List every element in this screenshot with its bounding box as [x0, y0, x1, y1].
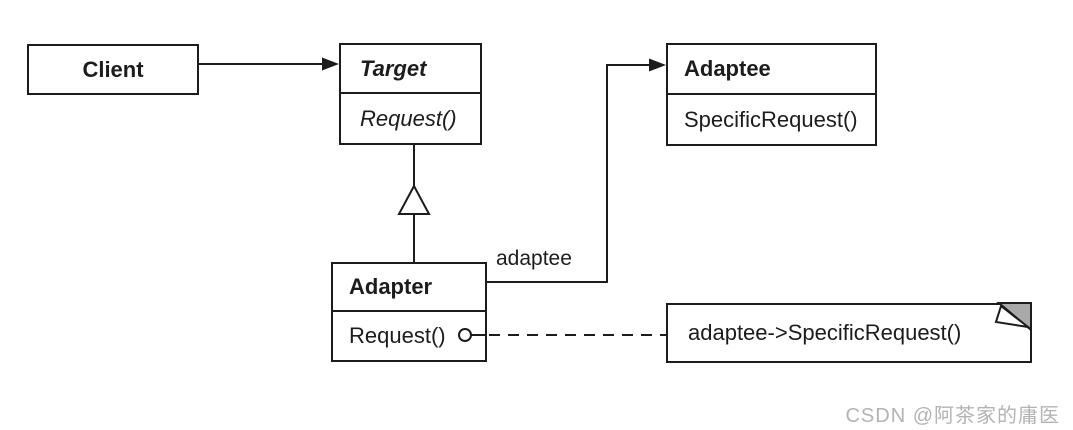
- class-box-adaptee: Adaptee SpecificRequest(): [666, 43, 877, 146]
- method-compartment: SpecificRequest(): [668, 95, 875, 144]
- filled-arrowhead-icon: [322, 57, 339, 71]
- class-name-compartment: Adaptee: [668, 45, 875, 95]
- class-name-target: Target: [360, 55, 427, 81]
- method-adapter-request: Request(): [349, 323, 446, 348]
- class-name-client: Client: [82, 56, 144, 82]
- filled-arrowhead-icon: [649, 58, 666, 72]
- method-compartment: Request(): [341, 94, 480, 143]
- class-box-client: Client: [27, 44, 199, 95]
- class-name-adapter: Adapter: [349, 274, 433, 299]
- method-target-request: Request(): [360, 105, 457, 131]
- class-box-target: Target Request(): [339, 43, 482, 145]
- class-box-adapter: Adapter Request(): [331, 262, 487, 362]
- class-name-compartment: Client: [29, 46, 197, 93]
- watermark: CSDN @阿茶家的庸医: [845, 405, 1060, 427]
- association-role-label: adaptee: [496, 247, 572, 270]
- generalization-triangle-icon: [397, 183, 431, 215]
- method-compartment: Request(): [333, 312, 485, 360]
- note-text: adaptee->SpecificRequest(): [688, 320, 962, 345]
- method-adaptee-specificrequest: SpecificRequest(): [684, 106, 858, 132]
- class-name-compartment: Target: [341, 45, 480, 94]
- code-note-box: adaptee->SpecificRequest(): [666, 303, 1032, 363]
- class-name-compartment: Adapter: [333, 264, 485, 312]
- class-name-adaptee: Adaptee: [684, 56, 771, 81]
